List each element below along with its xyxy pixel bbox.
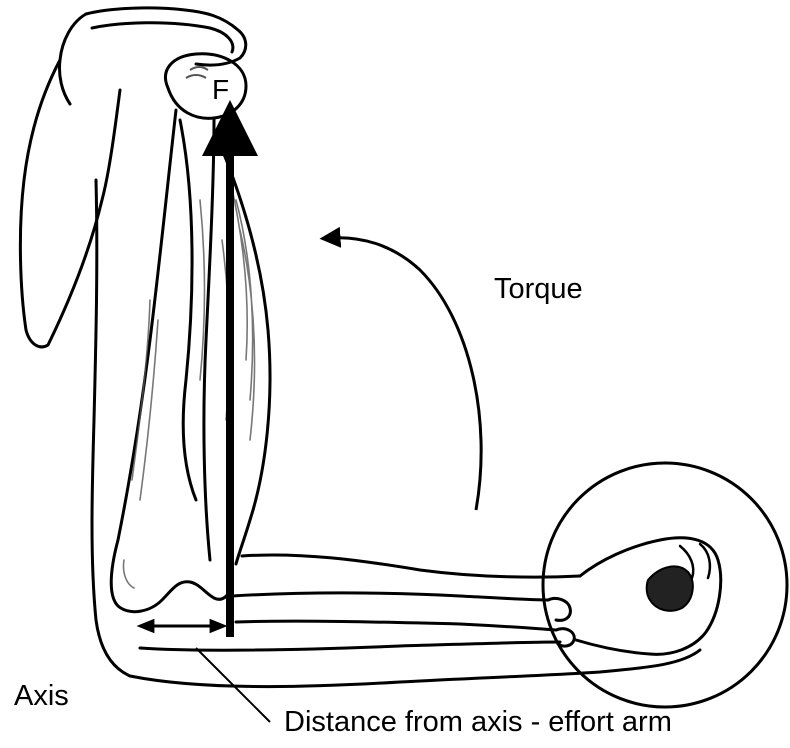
forearm-radius — [232, 593, 548, 600]
wrist-bones — [548, 598, 574, 646]
biceps-muscle — [180, 120, 270, 564]
torque-label: Torque — [494, 275, 583, 304]
forearm-top-contour — [242, 555, 580, 577]
humerus-shaft — [111, 110, 232, 612]
humerus-head-shading — [186, 67, 208, 78]
fist-thumb-shadow — [647, 566, 693, 610]
force-label: F — [212, 76, 229, 104]
humerus-shading — [123, 300, 158, 588]
effort-arm-label: Distance from axis - effort arm — [284, 708, 672, 737]
axis-label: Axis — [14, 682, 69, 711]
torque-arrow — [330, 238, 481, 510]
